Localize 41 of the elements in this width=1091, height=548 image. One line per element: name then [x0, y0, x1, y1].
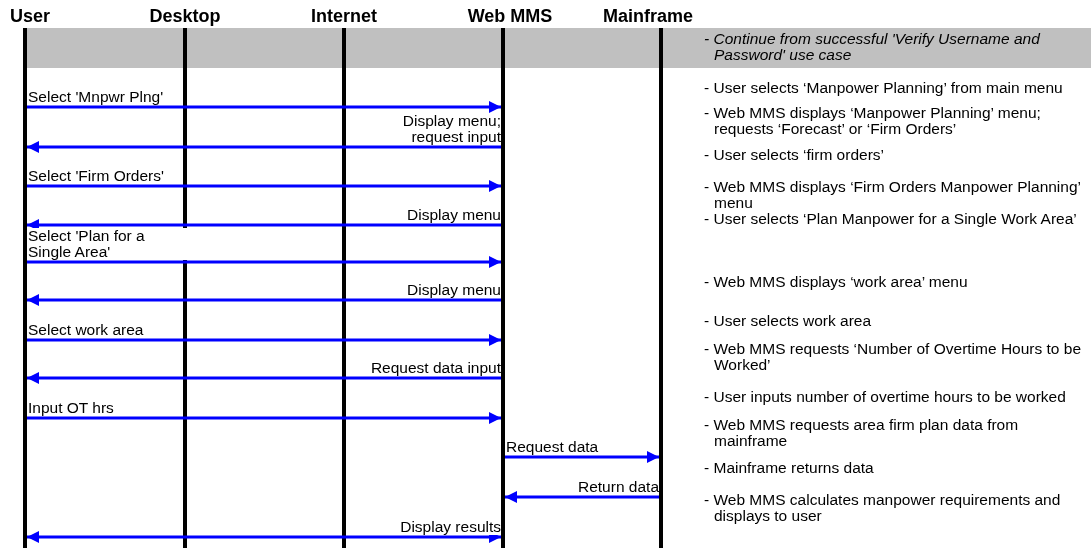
message-arrow: [27, 219, 501, 231]
message-arrow: [27, 180, 501, 192]
step-description: - Continue from successful 'Verify Username and Password' use case: [704, 31, 1042, 63]
step-description: - Web MMS displays ‘Firm Orders Manpower Planning’ menu: [704, 179, 1082, 211]
edge-label: Select 'Plan for a Single Area': [28, 228, 188, 260]
edge-label: Display menu: [407, 282, 501, 298]
step-description: - Mainframe returns data: [704, 460, 875, 476]
message-arrow: [27, 412, 501, 424]
step-description: - User selects ‘firm orders’: [704, 147, 885, 163]
step-description: - Web MMS requests area firm plan data from mainframe: [704, 417, 1020, 449]
message-arrow: [27, 256, 501, 268]
edge-label: Input OT hrs: [28, 400, 114, 416]
step-description: - User selects ‘Manpower Planning’ from main menu: [704, 80, 1064, 96]
message-arrow: [27, 294, 501, 306]
lifeline-heading: Mainframe: [603, 6, 693, 26]
edge-label: Select 'Firm Orders': [28, 168, 164, 184]
step-description: - User selects ‘Plan Manpower for a Single Work Area’: [704, 211, 1078, 227]
lifeline-heading: User: [10, 6, 50, 26]
step-description: - Web MMS calculates manpower requirements and displays to user: [704, 492, 1062, 524]
message-arrow: [27, 101, 501, 113]
edge-label: Display results: [400, 519, 501, 535]
edge-label: Request data input: [370, 360, 501, 376]
step-description: - User inputs number of overtime hours to be worked: [704, 389, 1067, 405]
message-arrow: [27, 372, 501, 384]
message-arrow: [505, 491, 659, 503]
message-arrow: [505, 451, 659, 463]
step-description: - Web MMS displays ‘work area’ menu: [704, 274, 969, 290]
lifeline-heading: Internet: [311, 6, 377, 26]
lifeline-heading: Desktop: [149, 6, 221, 26]
edge-label: Select 'Mnpwr Plng': [28, 89, 164, 105]
message-arrow: [27, 334, 501, 346]
lifeline-heading: Web MMS: [467, 6, 553, 26]
edge-label: Display menu: [407, 207, 501, 223]
message-arrow: [27, 141, 501, 153]
step-description: - Web MMS requests ‘Number of Overtime Hours to be Worked’: [704, 341, 1082, 373]
step-description: - User selects work area: [704, 313, 873, 329]
edge-label: Select work area: [28, 322, 144, 338]
edge-label: Return data: [578, 479, 659, 495]
edge-label: Request data: [506, 439, 599, 455]
step-description: - Web MMS displays ‘Manpower Planning’ menu; requests ‘Forecast’ or ‘Firm Orders’: [704, 105, 1042, 137]
message-arrow: [27, 531, 501, 543]
